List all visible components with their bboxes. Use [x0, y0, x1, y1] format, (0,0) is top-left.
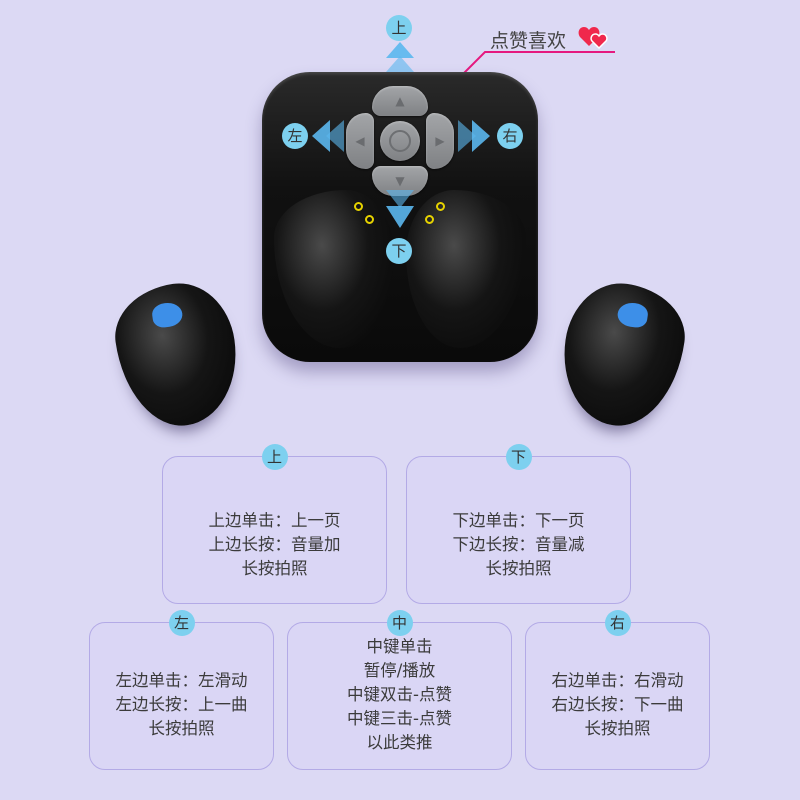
- card-badge: 上: [261, 444, 288, 470]
- sensor-dot: [436, 202, 445, 211]
- card-line: 中键双击-点赞: [347, 685, 452, 704]
- card-line: 左边长按：上一曲: [115, 695, 248, 714]
- card-line: 下边长按：音量减: [452, 535, 585, 554]
- card-right: 右 右边单击：右滑动 右边长按：下一曲 长按拍照: [525, 610, 710, 770]
- card-line: 长按拍照: [241, 559, 308, 578]
- card-line: 右边长按：下一曲: [551, 695, 684, 714]
- case-earbud-left: [274, 190, 394, 348]
- earbud-button-icon: [616, 300, 650, 329]
- earbud-right: [554, 276, 692, 434]
- card-line: 下边单击：下一页: [452, 511, 585, 530]
- card-badge: 中: [386, 610, 413, 636]
- card-badge: 右: [604, 610, 631, 636]
- card-left: 左 左边单击：左滑动 左边长按：上一曲 长按拍照: [89, 610, 274, 770]
- badge-right: 右: [497, 123, 523, 149]
- card-line: 长按拍照: [485, 559, 552, 578]
- dpad-center-button: [380, 121, 420, 161]
- arrow-up-icon: [386, 42, 414, 72]
- card-line: 左边单击：左滑动: [115, 671, 248, 690]
- card-badge: 左: [168, 610, 195, 636]
- case-earbud-right: [406, 190, 526, 348]
- card-down: 下 下边单击：下一页 下边长按：音量减 长按拍照: [406, 444, 631, 604]
- card-line: 长按拍照: [148, 719, 215, 738]
- card-line: 右边单击：右滑动: [551, 671, 684, 690]
- charging-case: ▲ ▼ ◀ ▶: [262, 72, 538, 362]
- badge-down: 下: [386, 238, 412, 264]
- arrow-down-icon: [386, 190, 414, 228]
- sensor-dot: [365, 215, 374, 224]
- card-line: 以此类推: [366, 733, 433, 752]
- like-label: 点赞喜欢: [490, 30, 567, 52]
- dpad-left-button: ◀: [346, 113, 374, 169]
- card-up: 上 上边单击：上一页 上边长按：音量加 长按拍照: [162, 444, 387, 604]
- card-badge: 下: [505, 444, 532, 470]
- arrow-right-icon: [458, 120, 490, 152]
- card-line: 中键三击-点赞: [347, 709, 452, 728]
- dpad-up-button: ▲: [372, 86, 428, 116]
- sensor-dot: [425, 215, 434, 224]
- arrow-left-icon: [312, 120, 344, 152]
- badge-left: 左: [282, 123, 308, 149]
- double-heart-icon: [578, 27, 608, 50]
- earbud-left: [108, 276, 246, 434]
- card-line: 上边长按：音量加: [208, 535, 341, 554]
- card-line: 长按拍照: [584, 719, 651, 738]
- dpad-right-button: ▶: [426, 113, 454, 169]
- card-center: 中 中键单击 暂停/播放 中键双击-点赞 中键三击-点赞 以此类推: [287, 610, 512, 770]
- card-line: 中键单击: [366, 637, 433, 656]
- card-line: 暂停/播放: [363, 661, 436, 680]
- sensor-dot: [354, 202, 363, 211]
- card-line: 上边单击：上一页: [208, 511, 341, 530]
- badge-up: 上: [386, 15, 412, 41]
- earbud-button-icon: [150, 300, 184, 329]
